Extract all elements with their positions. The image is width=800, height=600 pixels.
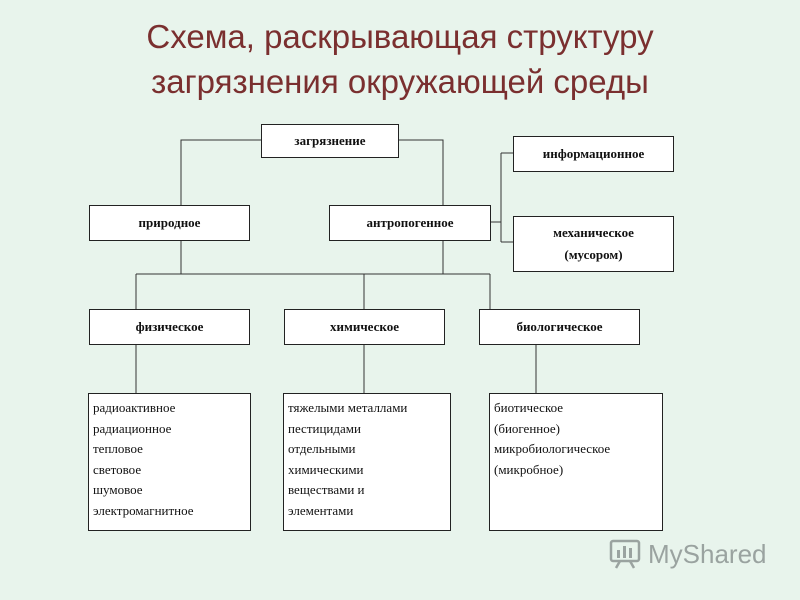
node-mechanical-line2: (мусором) (564, 247, 623, 262)
node-biological: биологическое (479, 309, 640, 345)
watermark: MyShared (608, 536, 767, 572)
node-mechanical: механическое (мусором) (513, 216, 674, 272)
list-item: веществами и (288, 482, 365, 497)
node-informational-label: информационное (542, 146, 645, 161)
node-mechanical-line1: механическое (553, 225, 634, 240)
node-anthropogenic: антропогенное (329, 205, 491, 241)
list-item: химическими (288, 461, 364, 477)
list-item: радиоактивное (93, 400, 176, 415)
list-item: тепловое (93, 441, 143, 456)
title-line-2: загрязнения окружающей среды (151, 63, 649, 100)
list-item: тяжелыми металлами (288, 400, 408, 415)
list-item: (микробное) (494, 461, 564, 477)
node-physical-label: физическое (135, 319, 204, 334)
myshared-logo-icon (609, 539, 641, 569)
list-item: электромагнитное (93, 502, 194, 518)
list-item: пестицидами (288, 420, 361, 436)
list-item: шумовое (93, 482, 143, 497)
list-biological: биотическое (биогенное) микробиологическ… (489, 393, 663, 531)
list-item: биотическое (494, 400, 564, 415)
node-root-label: загрязнение (294, 133, 366, 148)
watermark-text: MyShared (648, 538, 767, 569)
list-item: микробиологическое (494, 441, 611, 456)
list-item: элементами (288, 502, 354, 518)
list-item: отдельными (288, 441, 356, 456)
node-physical: физическое (89, 309, 250, 345)
node-biological-label: биологическое (516, 319, 603, 334)
node-informational: информационное (513, 136, 674, 172)
list-item: (биогенное) (494, 420, 561, 436)
slide-title: Схема, раскрывающая структуру загрязнени… (0, 14, 800, 104)
node-chemical-label: химическое (330, 319, 399, 334)
list-item: радиационное (93, 420, 172, 436)
list-item: световое (93, 461, 142, 477)
node-anthropogenic-label: антропогенное (366, 215, 454, 230)
list-physical: радиоактивное радиационное тепловое свет… (88, 393, 251, 531)
list-chemical: тяжелыми металлами пестицидами отдельным… (283, 393, 451, 531)
node-chemical: химическое (284, 309, 445, 345)
node-natural: природное (89, 205, 250, 241)
title-line-1: Схема, раскрывающая структуру (146, 18, 654, 55)
node-natural-label: природное (138, 215, 201, 230)
node-root: загрязнение (261, 124, 399, 158)
